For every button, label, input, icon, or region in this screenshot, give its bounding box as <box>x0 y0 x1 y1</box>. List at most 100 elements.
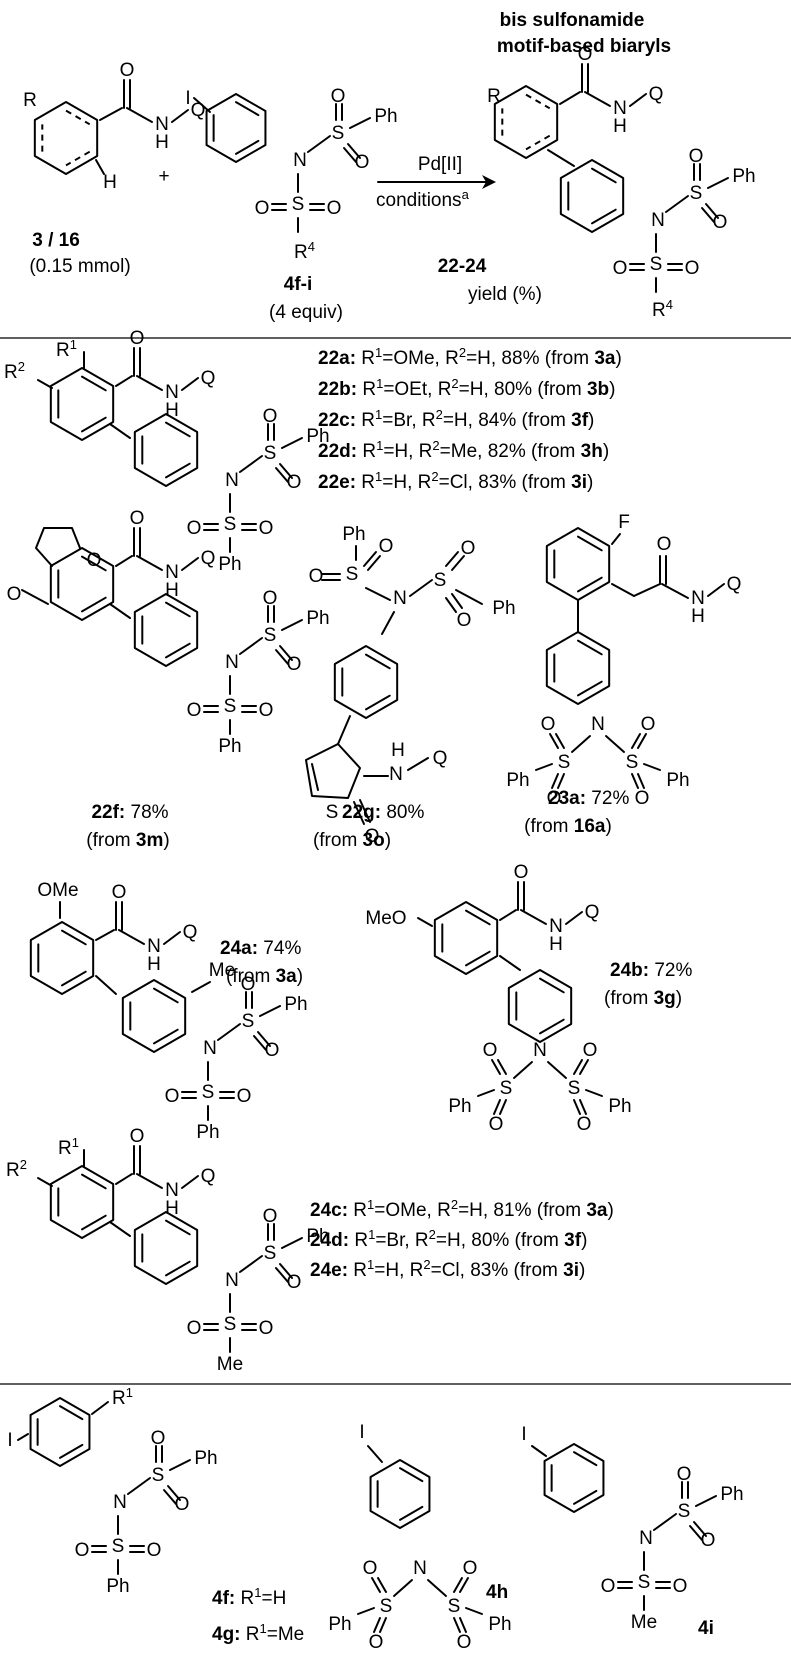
o-atom: O <box>677 1464 692 1485</box>
caption-4i: 4i <box>698 1618 714 1639</box>
aromatic-bond <box>81 375 107 392</box>
bond <box>357 1607 375 1615</box>
aromatic-bond <box>165 1260 191 1277</box>
aromatic-bond <box>235 139 260 155</box>
series22-entry-1: 22b: R1=OEt, R2=H, 80% (from 3b) <box>318 376 615 401</box>
bond <box>95 159 105 175</box>
bond <box>707 583 725 597</box>
o-atom: O <box>379 536 394 557</box>
n-atom: N <box>225 1270 239 1291</box>
s-atom: S <box>224 1314 237 1335</box>
n-atom: N <box>147 936 161 957</box>
s-atom: S <box>678 1501 691 1522</box>
bond <box>95 975 117 995</box>
bond <box>281 437 303 449</box>
bond <box>365 587 391 601</box>
n-atom: N <box>293 150 307 171</box>
dioxane-chain <box>35 527 81 567</box>
s-atom: S <box>202 1082 215 1103</box>
bond <box>689 1525 703 1541</box>
o-atom: O <box>514 862 529 883</box>
series24-entry-0: 24c: R1=OMe, R2=H, 81% (from 3a) <box>310 1197 614 1222</box>
aromatic-bond <box>81 416 107 433</box>
aromatic-bond <box>61 929 87 946</box>
bond <box>551 773 559 789</box>
o-atom: O <box>287 472 302 493</box>
series24-ring-b <box>133 1211 199 1285</box>
substrate-amount: (0.15 mmol) <box>29 256 130 277</box>
4h-ring <box>369 1459 431 1529</box>
product-ring-a <box>493 85 559 159</box>
bond <box>465 1607 483 1615</box>
aromatic-bond <box>81 555 107 572</box>
s-atom: S <box>332 123 345 144</box>
ph-label: Ph <box>448 1096 471 1117</box>
aromatic-bond <box>153 1028 179 1045</box>
bond <box>95 929 115 941</box>
substituent-label: Ph <box>732 166 755 187</box>
series22-entry-0: 22a: R1=OMe, R2=H, 88% (from 3a) <box>318 345 622 370</box>
s-atom: S <box>626 752 639 773</box>
bond <box>579 1059 589 1075</box>
bond <box>499 909 517 921</box>
substrate-label: 3 / 16 <box>32 230 80 251</box>
23a-ring-b <box>545 631 611 705</box>
bond <box>126 107 153 123</box>
bond <box>239 637 263 655</box>
aromatic-bond <box>573 1451 598 1467</box>
bond <box>453 1577 463 1593</box>
bond <box>181 377 199 391</box>
q-label: Q <box>183 922 198 943</box>
bond <box>631 733 641 749</box>
caption-24b: 24b: 72% <box>610 960 692 981</box>
series24-entry-1: 24d: R1=Br, R2=H, 80% (from 3f) <box>310 1227 587 1252</box>
h-atom: H <box>155 132 169 153</box>
bond <box>557 773 565 789</box>
n-atom: N <box>165 1180 179 1201</box>
n-atom: N <box>413 1558 427 1579</box>
bond <box>109 1221 131 1237</box>
o-atom: O <box>657 534 672 555</box>
bond <box>499 955 521 971</box>
bond <box>181 1175 199 1189</box>
n-atom: N <box>165 562 179 583</box>
bond <box>337 715 351 745</box>
ph-label: Ph <box>666 770 689 791</box>
ph-label: Ph <box>608 1096 631 1117</box>
o-atom: O <box>259 518 274 539</box>
s-atom: S <box>448 1596 461 1617</box>
product-title: motif-based biaryls <box>497 36 671 57</box>
o-atom: O <box>75 1540 90 1561</box>
bond <box>171 109 189 123</box>
r2-label: R2 <box>4 359 25 384</box>
o-atom: O <box>287 1272 302 1293</box>
o-atom: O <box>309 566 324 587</box>
bond <box>555 733 565 749</box>
substituent-label: Ph <box>194 1448 217 1469</box>
o-atom: O <box>689 146 704 167</box>
n-atom: N <box>155 114 169 135</box>
bond <box>281 1237 303 1249</box>
caption-24a-from: (from 3a) <box>226 966 303 987</box>
aromatic-bond <box>577 639 603 656</box>
bond <box>451 593 463 609</box>
aromatic-bond <box>591 208 617 225</box>
bond <box>584 91 611 107</box>
bond <box>637 773 645 789</box>
n-atom: N <box>651 210 665 231</box>
caption-22g: 22g: 80% <box>342 802 424 823</box>
bond <box>459 1577 469 1593</box>
23a-ring-a <box>545 527 611 601</box>
q-label: Q <box>433 748 448 769</box>
aromatic-bond <box>399 1467 424 1483</box>
bond <box>565 911 583 925</box>
h-atom: H <box>691 606 705 627</box>
aromatic-bond <box>577 535 603 552</box>
bond <box>631 773 639 789</box>
substituent-label: Ph <box>374 106 397 127</box>
s-atom: S <box>690 183 703 204</box>
bond <box>451 555 465 571</box>
product-label: 22-24 <box>438 256 487 277</box>
aromatic-bond <box>399 1505 424 1521</box>
bond <box>445 597 457 613</box>
